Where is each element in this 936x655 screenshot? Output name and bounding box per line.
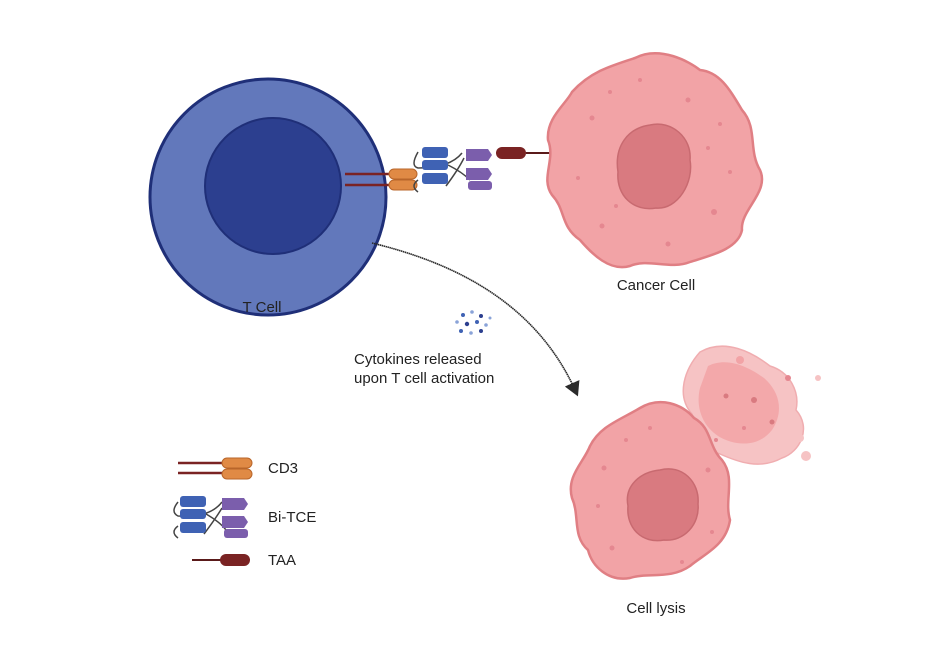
cell-lysis-label: Cell lysis	[626, 600, 686, 617]
cancer-cell-label: Cancer Cell	[616, 277, 696, 294]
taa-icon	[192, 554, 250, 566]
cancer-cell	[546, 52, 764, 269]
cd3-icon	[178, 457, 253, 480]
lysis-debris	[682, 345, 821, 465]
t-cell	[148, 77, 388, 317]
bi-tce-icon	[173, 496, 248, 539]
activation-arrow	[371, 242, 580, 397]
legend-taa-label: TAA	[268, 552, 297, 569]
cd3-receptor	[345, 168, 418, 191]
cytokines-label-line1: Cytokines released	[354, 351, 482, 368]
legend-bi-tce-label: Bi-TCE	[268, 509, 317, 526]
lysed-cancer-cell	[569, 400, 732, 580]
t-cell-label: T Cell	[242, 299, 282, 316]
cytokines-label-line2: upon T cell activation	[354, 370, 495, 387]
bi-tce-molecule	[413, 147, 492, 193]
taa-antigen	[496, 147, 556, 159]
cytokines-icon	[455, 310, 492, 335]
legend-cd3-label: CD3	[268, 460, 299, 477]
